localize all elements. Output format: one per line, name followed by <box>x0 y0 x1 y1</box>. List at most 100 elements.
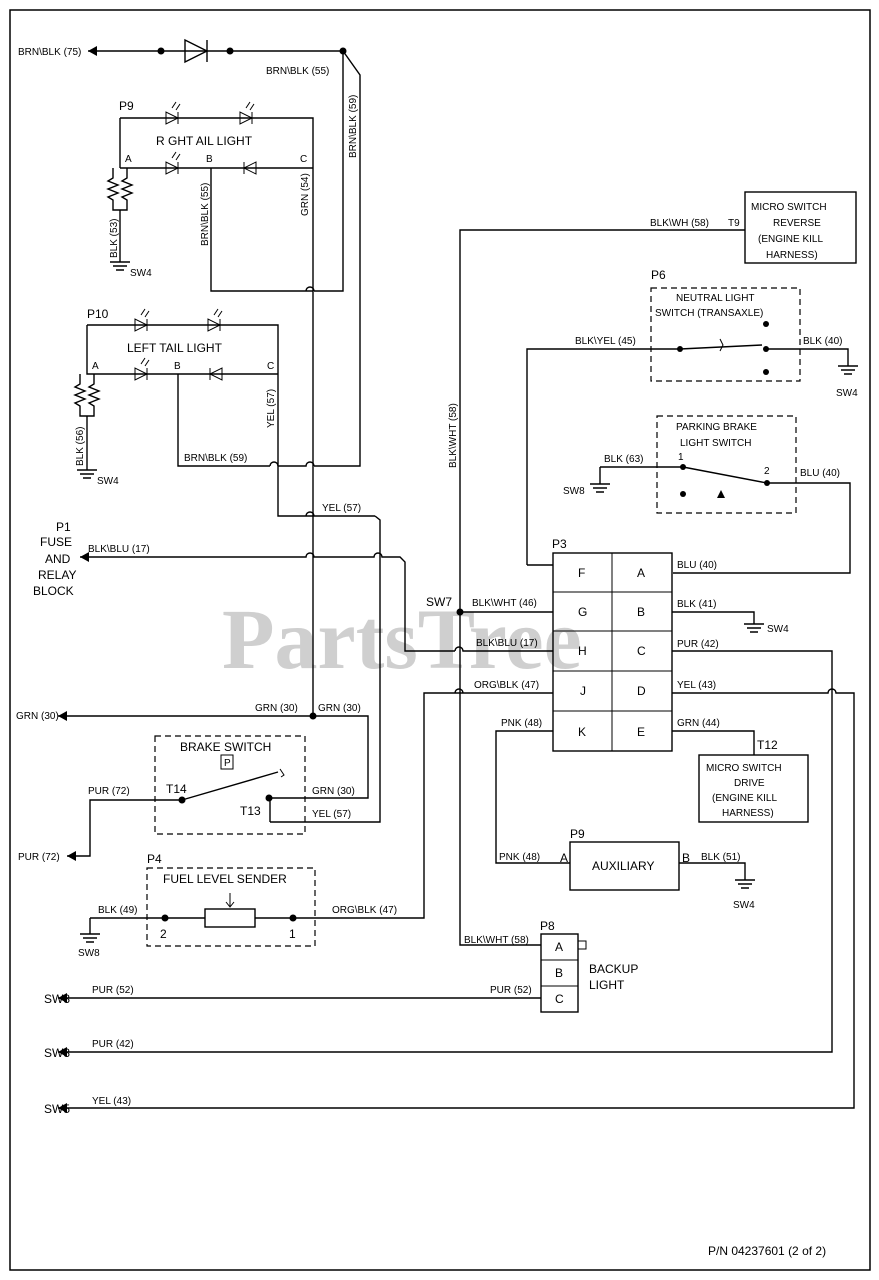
svg-text:PUR (52): PUR (52) <box>92 985 134 996</box>
svg-text:BLK (51): BLK (51) <box>701 852 740 863</box>
svg-text:PUR (42): PUR (42) <box>677 639 719 650</box>
svg-text:MICRO SWITCH: MICRO SWITCH <box>751 202 827 213</box>
svg-text:G: G <box>578 605 587 619</box>
svg-text:BACKUP: BACKUP <box>589 962 638 976</box>
svg-text:PUR (42): PUR (42) <box>92 1039 134 1050</box>
svg-text:SW3: SW3 <box>44 1046 70 1060</box>
svg-text:BLK\BLU (17): BLK\BLU (17) <box>476 638 538 649</box>
svg-text:SWITCH (TRANSAXLE): SWITCH (TRANSAXLE) <box>655 308 763 319</box>
svg-text:SW4: SW4 <box>836 388 858 399</box>
label-brnblk55b: BRN\BLK (55) <box>200 183 211 246</box>
svg-text:1: 1 <box>678 452 684 463</box>
svg-text:BLK\YEL (45): BLK\YEL (45) <box>575 336 636 347</box>
label-blkwht58a: BLK\WHT (58) <box>448 403 459 468</box>
svg-text:B: B <box>555 966 563 980</box>
svg-text:BLK\WH (58): BLK\WH (58) <box>650 218 709 229</box>
svg-text:PUR (72): PUR (72) <box>18 852 60 863</box>
svg-text:PNK (48): PNK (48) <box>501 718 542 729</box>
svg-text:LIGHT SWITCH: LIGHT SWITCH <box>680 438 751 449</box>
svg-text:SW8: SW8 <box>563 486 585 497</box>
svg-text:D: D <box>637 684 646 698</box>
svg-text:ORG\BLK (47): ORG\BLK (47) <box>332 905 397 916</box>
svg-text:1: 1 <box>289 927 296 941</box>
label-fuel: FUEL LEVEL SENDER <box>163 872 287 886</box>
label-blkblu17a: BLK\BLU (17) <box>88 544 150 555</box>
svg-text:BLK (63): BLK (63) <box>604 454 643 465</box>
page-border <box>9 9 871 1271</box>
svg-text:F: F <box>578 566 585 580</box>
svg-text:HARNESS): HARNESS) <box>766 250 818 261</box>
svg-text:T9: T9 <box>728 218 740 229</box>
svg-text:GRN (44): GRN (44) <box>677 718 720 729</box>
svg-text:MICRO SWITCH: MICRO SWITCH <box>706 763 782 774</box>
label-yel57a: YEL (57) <box>266 389 277 428</box>
label-right-tail: R GHT AIL LIGHT <box>156 134 253 148</box>
svg-text:P6: P6 <box>651 268 666 282</box>
svg-text:T12: T12 <box>757 738 778 752</box>
svg-text:T14: T14 <box>166 782 187 796</box>
svg-text:A: A <box>125 154 132 165</box>
svg-text:(ENGINE KILL: (ENGINE KILL <box>712 793 777 804</box>
svg-text:BLK (49): BLK (49) <box>98 905 137 916</box>
label-left-tail: LEFT TAIL LIGHT <box>127 341 223 355</box>
led-icon-lower <box>165 151 257 175</box>
label-p9: P9 <box>119 99 134 113</box>
svg-text:SW4: SW4 <box>97 476 119 487</box>
led-icon-left <box>134 308 223 381</box>
label-grn54: GRN (54) <box>300 173 311 216</box>
svg-text:P3: P3 <box>552 537 567 551</box>
svg-text:PUR (72): PUR (72) <box>88 786 130 797</box>
label-blk53: BLK (53) <box>109 219 120 258</box>
svg-text:BLU (40): BLU (40) <box>800 468 840 479</box>
svg-text:GRN (30): GRN (30) <box>255 703 298 714</box>
svg-text:RELAY: RELAY <box>38 568 76 582</box>
svg-text:HARNESS): HARNESS) <box>722 808 774 819</box>
svg-text:BLK\WHT (46): BLK\WHT (46) <box>472 598 537 609</box>
svg-text:A: A <box>555 940 563 954</box>
svg-text:FUSE: FUSE <box>40 535 72 549</box>
part-number: P/N 04237601 (2 of 2) <box>708 1244 826 1258</box>
svg-text:LIGHT: LIGHT <box>589 978 625 992</box>
svg-text:B: B <box>206 154 213 165</box>
svg-text:B: B <box>682 851 690 865</box>
svg-text:SW8: SW8 <box>78 948 100 959</box>
label-brnblk59b: BRN\BLK (59) <box>184 453 247 464</box>
svg-text:T13: T13 <box>240 804 261 818</box>
svg-text:NEUTRAL LIGHT: NEUTRAL LIGHT <box>676 293 755 304</box>
svg-text:BLK (41): BLK (41) <box>677 599 716 610</box>
svg-text:J: J <box>580 684 586 698</box>
svg-text:SW4: SW4 <box>733 900 755 911</box>
svg-text:SW7: SW7 <box>426 595 452 609</box>
svg-text:REVERSE: REVERSE <box>773 218 821 229</box>
svg-text:E: E <box>637 725 645 739</box>
svg-text:YEL (57): YEL (57) <box>312 809 351 820</box>
svg-text:AND: AND <box>45 552 71 566</box>
svg-text:AUXILIARY: AUXILIARY <box>592 859 654 873</box>
label-p10: P10 <box>87 307 109 321</box>
svg-text:BLOCK: BLOCK <box>33 584 74 598</box>
svg-text:B: B <box>637 605 645 619</box>
label-yel57b: YEL (57) <box>322 503 361 514</box>
svg-text:SW4: SW4 <box>767 624 789 635</box>
svg-text:P: P <box>224 758 231 769</box>
svg-text:GRN (30): GRN (30) <box>318 703 361 714</box>
svg-text:PARKING BRAKE: PARKING BRAKE <box>676 422 757 433</box>
svg-text:B: B <box>174 361 181 372</box>
svg-text:C: C <box>637 644 646 658</box>
label-brnblk55a: BRN\BLK (55) <box>266 66 329 77</box>
svg-text:BLK\WHT (58): BLK\WHT (58) <box>464 935 529 946</box>
svg-text:YEL (43): YEL (43) <box>92 1096 131 1107</box>
svg-text:GRN (30): GRN (30) <box>16 711 59 722</box>
watermark: PartsTree <box>222 591 582 687</box>
label-p4: P4 <box>147 852 162 866</box>
svg-text:BLK (40): BLK (40) <box>803 336 842 347</box>
svg-text:SW5: SW5 <box>44 1102 70 1116</box>
svg-text:H: H <box>578 644 587 658</box>
svg-text:SW4: SW4 <box>130 268 152 279</box>
label-blk56: BLK (56) <box>75 427 86 466</box>
svg-text:PUR (52): PUR (52) <box>490 985 532 996</box>
svg-text:(ENGINE KILL: (ENGINE KILL <box>758 234 823 245</box>
label-brnblk75: BRN\BLK (75) <box>18 47 81 58</box>
led-icon <box>165 101 255 125</box>
